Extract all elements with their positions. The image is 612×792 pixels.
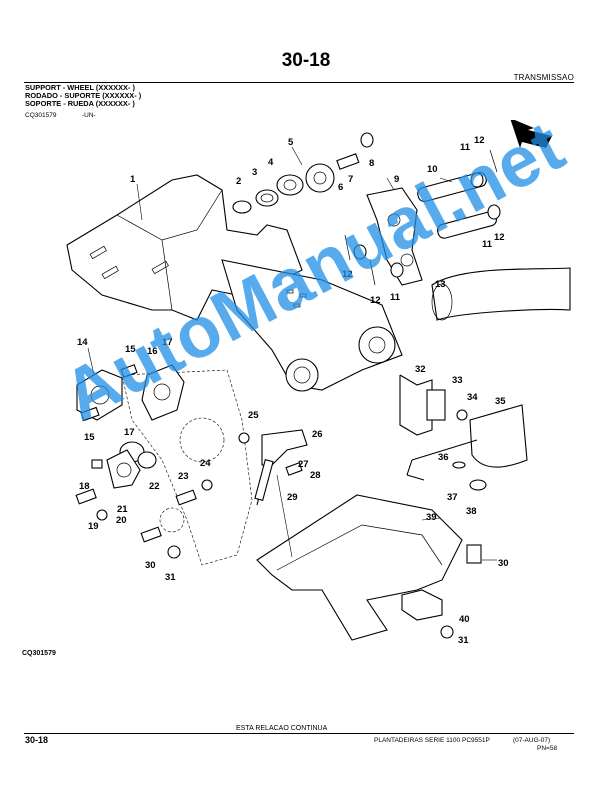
- callout-1: 1: [130, 174, 136, 185]
- footer-book-title: PLANTADEIRAS SERIE 1100: [374, 737, 461, 744]
- callout-17: 17: [162, 337, 173, 348]
- illustration-code: CQ301579: [25, 112, 57, 119]
- unit-label: -UN-: [82, 112, 96, 119]
- title-spanish: SOPORTE - RUEDA (XXXXXX- ): [25, 99, 135, 108]
- tensioner-parts: [175, 429, 308, 506]
- callout-7: 7: [348, 174, 353, 185]
- callout-38: 38: [466, 506, 477, 517]
- callout-14: 14: [77, 337, 88, 348]
- leader-lines: [87, 146, 497, 561]
- callout-11c: 11: [390, 292, 401, 303]
- callout-9: 9: [394, 174, 399, 185]
- callout-39: 39: [426, 512, 437, 523]
- callout-22: 22: [149, 481, 160, 492]
- callout-10: 10: [427, 164, 438, 175]
- direction-arrow-icon: [510, 120, 552, 148]
- lower-frame-part: [256, 494, 482, 641]
- callout-12: 12: [474, 135, 485, 146]
- callout-29: 29: [287, 492, 298, 503]
- callout-12b: 12: [494, 232, 505, 243]
- footer-page-number: 30-18: [25, 735, 49, 745]
- callout-3: 3: [252, 167, 257, 178]
- callout-20: 20: [116, 515, 127, 526]
- callout-36: 36: [438, 452, 449, 463]
- callout-4: 4: [268, 157, 274, 168]
- footer-pn: PN=58: [537, 745, 558, 752]
- callout-24: 24: [200, 458, 211, 469]
- callout-37: 37: [447, 492, 458, 503]
- callout-23: 23: [178, 471, 189, 482]
- header-divider: [24, 82, 574, 83]
- callout-15b: 15: [84, 432, 95, 443]
- callout-11b: 11: [482, 239, 493, 250]
- callout-17b: 17: [124, 427, 135, 438]
- callout-21: 21: [117, 504, 128, 515]
- callout-19: 19: [88, 521, 99, 532]
- center-bracket-part: [221, 259, 403, 392]
- callout-25: 25: [248, 410, 259, 421]
- callout-40: 40: [459, 614, 470, 625]
- callout-33: 33: [452, 375, 463, 386]
- continue-notice: ESTA RELACAO CONTINUA: [236, 725, 328, 732]
- callout-12d: 12: [370, 295, 381, 306]
- title-portuguese: RODADO - SUPORTE (XXXXXX- ): [25, 91, 142, 100]
- callout-31b: 31: [458, 635, 469, 646]
- link-bracket-part: [344, 149, 501, 286]
- callout-labels: 1 2 3 4 5 6 7 8 9 10 11 12 11 12 11 12 1…: [77, 135, 509, 646]
- illustration-code-bottom: CQ301579: [22, 650, 56, 657]
- callout-13: 13: [435, 279, 446, 290]
- callout-5: 5: [288, 137, 294, 148]
- callout-6: 6: [338, 182, 343, 193]
- bearing-stack-part: [232, 132, 374, 214]
- callout-26: 26: [312, 429, 323, 440]
- axle-housing-part: [431, 267, 571, 321]
- callout-15: 15: [125, 344, 136, 355]
- left-hub-parts: [75, 364, 185, 559]
- footer-publication: PC9551P: [462, 737, 490, 744]
- exploded-parts-diagram: 1 2 3 4 5 6 7 8 9 10 11 12 11 12 11 12 1…: [66, 120, 571, 646]
- callout-34: 34: [467, 392, 478, 403]
- section-label: TRANSMISSAO: [513, 73, 574, 82]
- page-title: 30-18: [281, 50, 331, 71]
- title-english: SUPPORT - WHEEL (XXXXXX- ): [25, 83, 135, 92]
- callout-12c: 12: [342, 269, 353, 280]
- callout-11: 11: [460, 142, 471, 153]
- callout-27: 27: [298, 459, 309, 470]
- footer-date: (07-AUG-07): [513, 737, 551, 744]
- callout-32: 32: [415, 364, 426, 375]
- footer-divider: [24, 733, 574, 734]
- callout-8: 8: [369, 158, 374, 169]
- callout-2: 2: [236, 176, 241, 187]
- callout-30: 30: [145, 560, 156, 571]
- callout-28: 28: [310, 470, 321, 481]
- gearbox-plate-part: [121, 369, 253, 566]
- right-bracket-parts: [399, 374, 528, 491]
- callout-16: 16: [147, 346, 158, 357]
- callout-30b: 30: [498, 558, 509, 569]
- callout-31: 31: [165, 572, 176, 583]
- callout-18: 18: [79, 481, 90, 492]
- callout-35: 35: [495, 396, 506, 407]
